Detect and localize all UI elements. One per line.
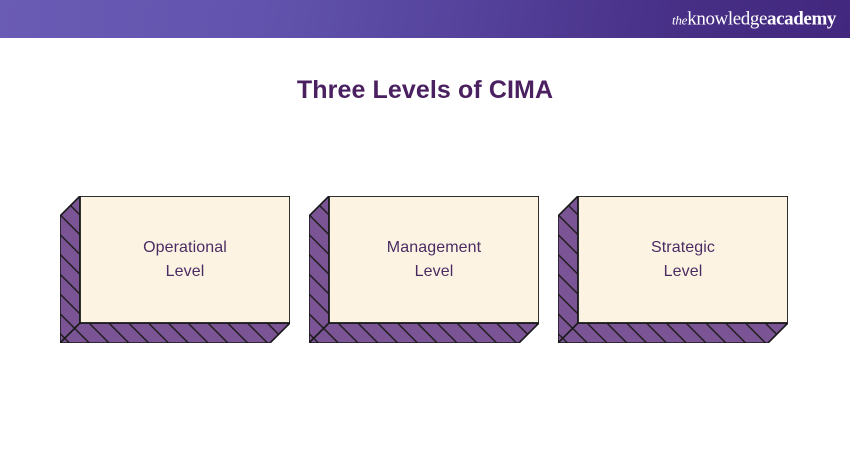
box-front-face — [328, 196, 539, 324]
brand-knowledge-text: knowledge — [687, 8, 768, 30]
box-left-panel — [309, 196, 330, 343]
box-bottom-panel — [60, 322, 290, 343]
box-front-face — [79, 196, 290, 324]
page-title: Three Levels of CIMA — [296, 76, 554, 104]
level-box-management[interactable]: Management Level — [309, 196, 539, 343]
box-left-panel — [558, 196, 579, 343]
box-shape-strategic — [558, 196, 788, 343]
box-left-panel — [60, 196, 81, 343]
level-box-operational[interactable]: Operational Level — [60, 196, 290, 343]
brand-academy-text: academy — [767, 8, 836, 30]
box-shape-operational — [60, 196, 290, 343]
box-bottom-panel — [558, 322, 788, 343]
box-shape-management — [309, 196, 539, 343]
brand-prefix-text: the — [671, 12, 688, 28]
box-front-face — [577, 196, 788, 324]
box-bottom-panel — [309, 322, 539, 343]
level-box-strategic[interactable]: Strategic Level — [558, 196, 788, 343]
